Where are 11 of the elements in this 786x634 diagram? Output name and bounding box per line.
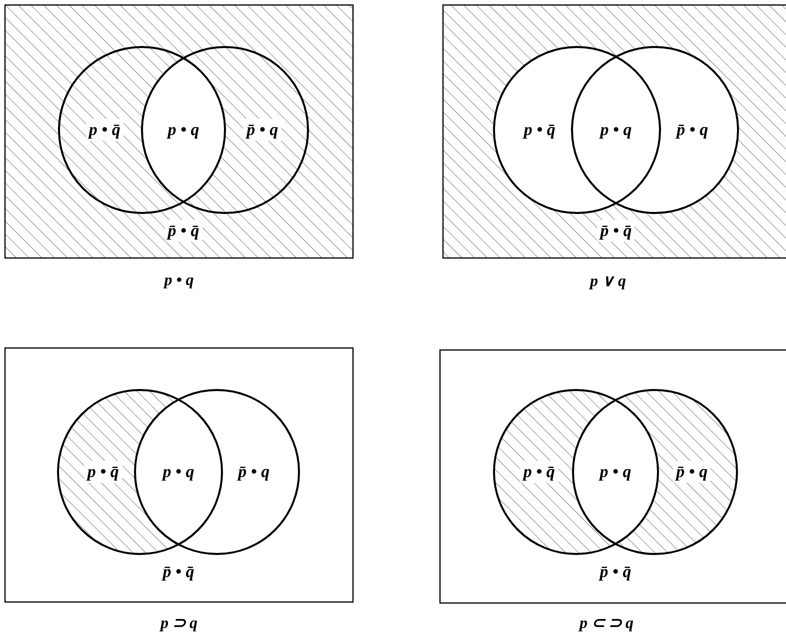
formula-caption: p • q: [164, 272, 194, 290]
region-label: p̄ • q: [673, 460, 711, 484]
region-label: p̄ • q̄: [164, 220, 202, 242]
formula-caption: p ∨ q: [590, 272, 626, 291]
formula-caption: p ⊃ q: [160, 614, 198, 633]
region-label: p • q̄: [86, 118, 124, 142]
region-label: p̄ • q̄: [597, 220, 635, 242]
region-label: p • q̄: [520, 460, 558, 484]
region-label: p • q̄: [84, 460, 122, 484]
region-label: p̄ • q: [244, 118, 282, 142]
formula-caption: p ⊂ ⊃ q: [580, 614, 634, 633]
